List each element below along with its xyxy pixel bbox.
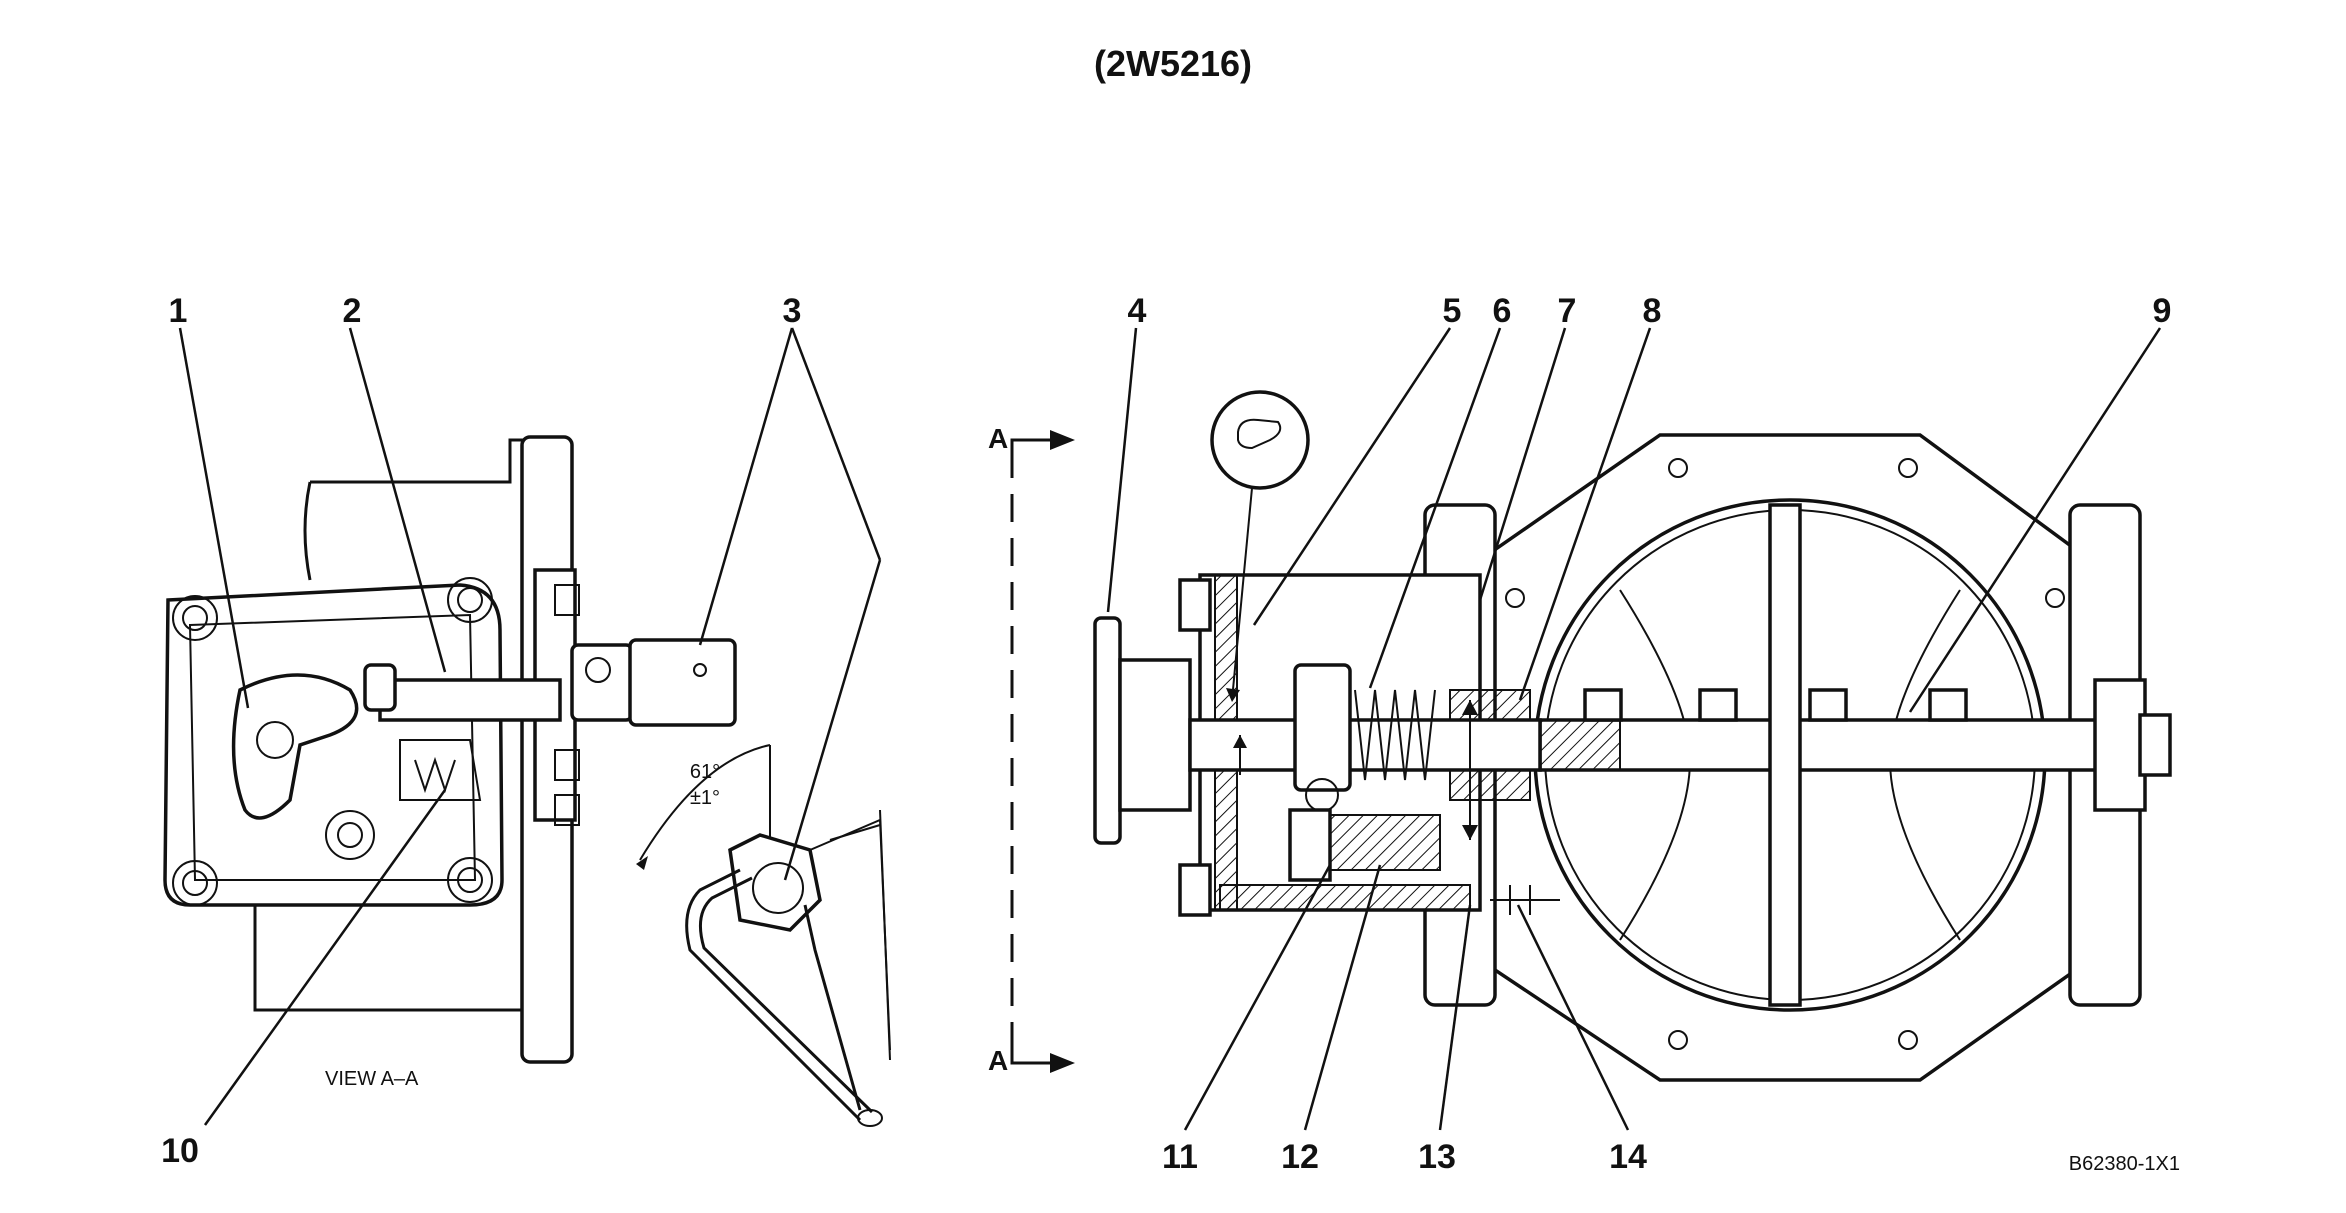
callout-2: 2 bbox=[343, 292, 362, 330]
view-label: VIEW A–A bbox=[325, 1068, 419, 1090]
callout-6: 6 bbox=[1493, 292, 1512, 330]
callout-4: 4 bbox=[1128, 292, 1147, 330]
callout-10: 10 bbox=[161, 1132, 199, 1170]
section-marker-top: A bbox=[988, 423, 1008, 454]
figure-id: B62380-1X1 bbox=[2069, 1153, 2180, 1175]
callout-8: 8 bbox=[1643, 292, 1662, 330]
valve-section-drawing bbox=[1093, 390, 2172, 1082]
callout-5: 5 bbox=[1443, 292, 1462, 330]
callout-14: 14 bbox=[1609, 1138, 1647, 1176]
angle-tolerance: ±1° bbox=[690, 787, 720, 809]
callout-1: 1 bbox=[169, 292, 188, 330]
angle-detail: 61° ±1° bbox=[636, 744, 891, 1127]
callout-3: 3 bbox=[783, 292, 802, 330]
callout-9: 9 bbox=[2153, 292, 2172, 330]
callout-12: 12 bbox=[1281, 1138, 1319, 1176]
page-title: (2W5216) bbox=[1094, 43, 1252, 84]
section-line bbox=[1010, 430, 1075, 1073]
section-marker-bottom: A bbox=[988, 1045, 1008, 1076]
callout-13: 13 bbox=[1418, 1138, 1456, 1176]
callout-7: 7 bbox=[1558, 292, 1577, 330]
angle-value: 61° bbox=[690, 761, 720, 783]
callout-11: 11 bbox=[1162, 1138, 1198, 1176]
view-aa-drawing bbox=[163, 435, 737, 1064]
leader-lines bbox=[178, 327, 2162, 1131]
